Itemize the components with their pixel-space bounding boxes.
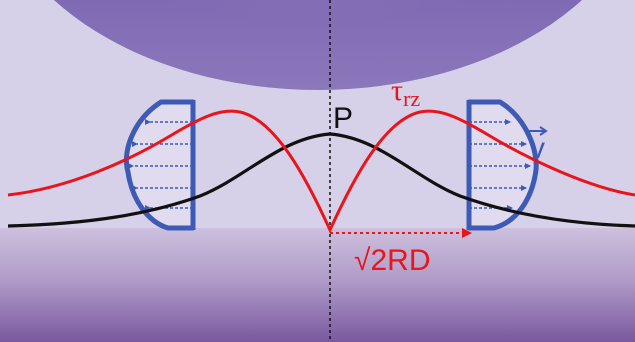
pressure-curve <box>7 132 635 228</box>
velocity-vector-head <box>539 126 548 136</box>
flow-arrows-right <box>469 119 531 211</box>
pressure-label: P <box>333 102 353 135</box>
velocity-label: v <box>530 132 545 165</box>
radius-label: √2RD <box>354 244 430 277</box>
bottom-plate <box>0 228 635 342</box>
flow-arrows-left <box>128 119 193 211</box>
shear-stress-curve <box>7 109 635 234</box>
shear-stress-label: τrz <box>391 74 420 111</box>
sphere-highlight <box>54 0 582 90</box>
